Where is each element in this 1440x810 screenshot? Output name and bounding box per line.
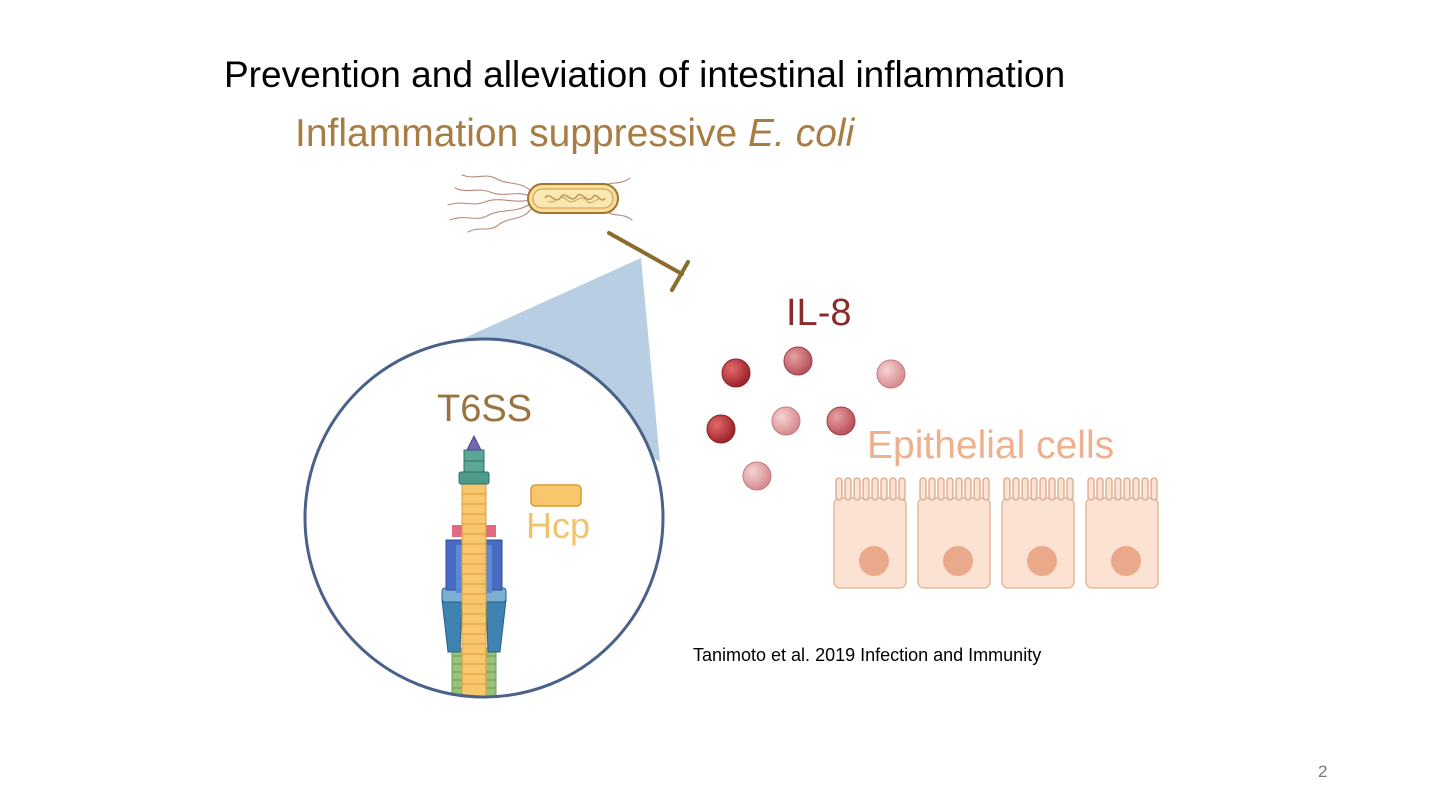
t6ss-label: T6SS <box>437 388 533 430</box>
il8-molecule <box>721 358 751 388</box>
il8-molecule <box>742 461 772 491</box>
epithelial-cells <box>833 477 1159 589</box>
page-number: 2 <box>1318 762 1328 781</box>
epithelial-cell <box>833 477 907 589</box>
subtitle-text: Inflammation suppressive <box>295 112 749 155</box>
slide-subtitle: Inflammation suppressive E. coli <box>295 112 854 156</box>
t6ss-structure-icon <box>441 434 507 697</box>
citation: Tanimoto et al. 2019 Infection and Immun… <box>693 645 1042 665</box>
hcp-protein-icon <box>530 484 582 507</box>
il8-molecules <box>706 346 906 491</box>
epithelial-cell <box>917 477 991 589</box>
il8-molecule <box>826 406 856 436</box>
e-coli-bacterium-icon <box>447 174 633 233</box>
subtitle-organism: E. coli <box>748 112 855 155</box>
epithelial-cells-label: Epithelial cells <box>867 424 1115 467</box>
zoom-circle <box>303 337 665 699</box>
il8-molecule <box>783 346 813 376</box>
hcp-label: Hcp <box>526 505 591 546</box>
inhibition-arrow-icon <box>607 231 690 292</box>
il8-label: IL-8 <box>786 292 852 334</box>
il8-molecule <box>876 359 906 389</box>
slide-title: Prevention and alleviation of intestinal… <box>224 54 1066 95</box>
il8-molecule <box>706 414 736 444</box>
epithelial-cell <box>1085 477 1159 589</box>
il8-molecule <box>771 406 801 436</box>
epithelial-cell <box>1001 477 1075 589</box>
